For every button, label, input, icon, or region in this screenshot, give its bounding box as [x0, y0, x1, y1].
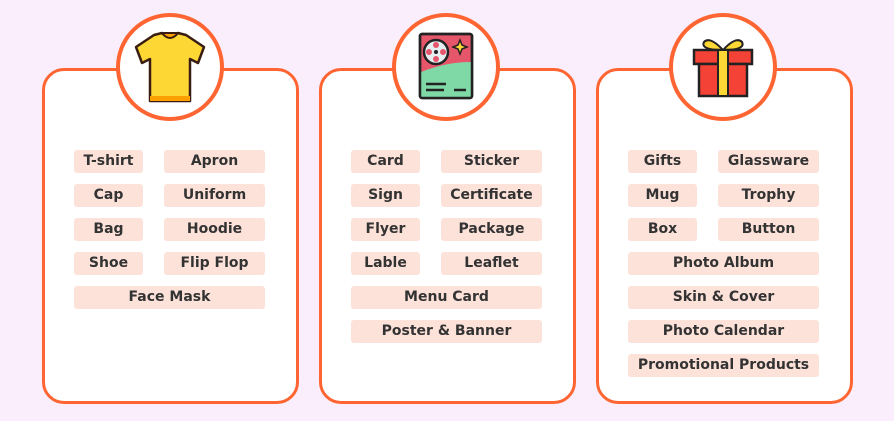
tag[interactable]: Face Mask — [74, 286, 265, 309]
tag[interactable]: Trophy — [718, 184, 819, 207]
gifts-tags: Gifts Glassware Mug Trophy Box Button Ph… — [628, 150, 819, 377]
tag[interactable]: Card — [351, 150, 420, 173]
tag[interactable]: Shoe — [74, 252, 143, 275]
tag[interactable]: Flip Flop — [164, 252, 265, 275]
tag[interactable]: Sign — [351, 184, 420, 207]
tag[interactable]: Leaflet — [441, 252, 542, 275]
poster-icon — [418, 32, 474, 100]
tag[interactable]: Promotional Products — [628, 354, 819, 377]
apparel-tags: T-shirt Apron Cap Uniform Bag Hoodie Sho… — [74, 150, 265, 309]
tag[interactable]: Sticker — [441, 150, 542, 173]
tag[interactable]: Poster & Banner — [351, 320, 542, 343]
tag[interactable]: Lable — [351, 252, 420, 275]
tshirt-icon — [134, 31, 206, 103]
tag[interactable]: Button — [718, 218, 819, 241]
tag[interactable]: Apron — [164, 150, 265, 173]
tag[interactable]: Uniform — [164, 184, 265, 207]
tag[interactable]: Box — [628, 218, 697, 241]
tag[interactable]: Photo Album — [628, 252, 819, 275]
tag[interactable]: Skin & Cover — [628, 286, 819, 309]
tag[interactable]: Flyer — [351, 218, 420, 241]
tag[interactable]: Menu Card — [351, 286, 542, 309]
tag[interactable]: Bag — [74, 218, 143, 241]
tag[interactable]: Glassware — [718, 150, 819, 173]
tshirt-icon-circle — [116, 13, 224, 121]
poster-icon-circle — [392, 13, 500, 121]
tag[interactable]: Package — [441, 218, 542, 241]
print-tags: Card Sticker Sign Certificate Flyer Pack… — [351, 150, 542, 343]
tag[interactable]: Gifts — [628, 150, 697, 173]
tag[interactable]: Certificate — [441, 184, 542, 207]
tag[interactable]: Mug — [628, 184, 697, 207]
apparel-panel: T-shirt Apron Cap Uniform Bag Hoodie Sho… — [42, 68, 299, 404]
print-panel: Card Sticker Sign Certificate Flyer Pack… — [319, 68, 576, 404]
gifts-panel: Gifts Glassware Mug Trophy Box Button Ph… — [596, 68, 853, 404]
gift-icon-circle — [669, 13, 777, 121]
tag[interactable]: Hoodie — [164, 218, 265, 241]
tag[interactable]: Photo Calendar — [628, 320, 819, 343]
gift-icon — [692, 39, 754, 98]
tag[interactable]: T-shirt — [74, 150, 143, 173]
tag[interactable]: Cap — [74, 184, 143, 207]
